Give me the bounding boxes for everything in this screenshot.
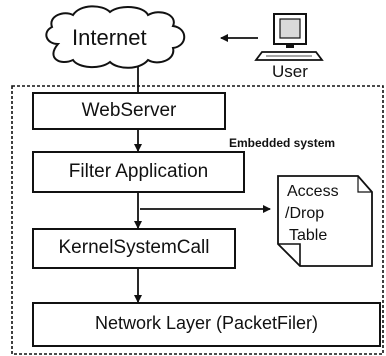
webserver-box: [32, 92, 226, 130]
kernel-system-call-box: [32, 228, 236, 269]
network-layer-label: Network Layer (PacketFiler): [94, 313, 319, 333]
internet-label: Internet: [72, 25, 147, 50]
kernel-system-call-label: KernelSystemCall: [58, 237, 210, 258]
internet-cloud: [45, 5, 186, 69]
access-drop-table-document: [277, 175, 373, 267]
filter-application-label: Filter Application: [68, 161, 209, 182]
embedded-system-frame: [11, 85, 384, 355]
table-line-access: Access: [287, 183, 339, 200]
table-line-table: Table: [289, 227, 328, 244]
filter-application-box: [32, 151, 245, 193]
user-label: User: [272, 62, 308, 81]
webserver-label: WebServer: [81, 100, 177, 121]
table-line-drop: /Drop: [285, 205, 325, 222]
embedded-system-label: Embedded system: [229, 136, 336, 150]
computer-icon: [254, 13, 324, 61]
network-layer-box: [32, 302, 381, 347]
